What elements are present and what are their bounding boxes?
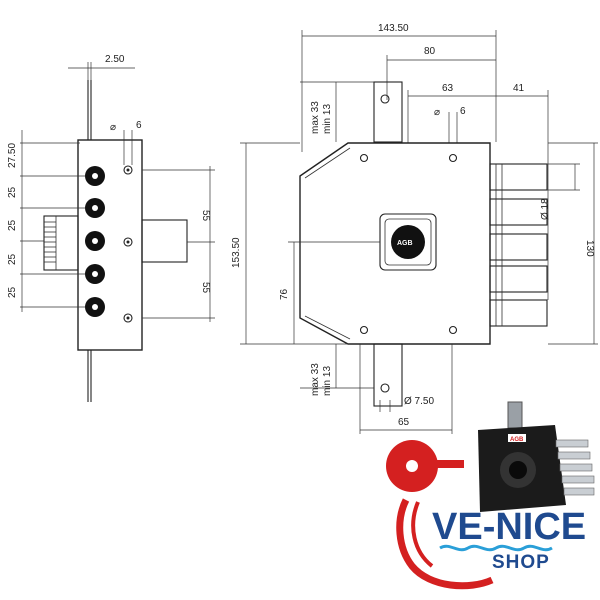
front-hole-label: 6 bbox=[460, 106, 466, 117]
top-tab-hole bbox=[380, 94, 390, 104]
body-hole-1 bbox=[359, 153, 369, 163]
spacing-label-1: 27.50 bbox=[7, 143, 18, 168]
logo-shop: SHOP bbox=[492, 552, 550, 573]
venice-shop-logo bbox=[396, 498, 553, 590]
body-hole-2 bbox=[448, 153, 458, 163]
side-hole-label: 6 bbox=[136, 120, 142, 131]
logo-swoosh-red bbox=[396, 498, 494, 590]
screw-hole-mid bbox=[123, 237, 133, 247]
spacing-label-5: 25 bbox=[7, 286, 18, 298]
spacing-label-4: 25 bbox=[7, 253, 18, 265]
body-hole-3 bbox=[359, 325, 369, 335]
photo-bolt-3 bbox=[559, 463, 593, 472]
bolt-height-label: 130 bbox=[584, 240, 595, 257]
top-tab bbox=[373, 81, 403, 143]
bottom-tab-hole bbox=[380, 383, 390, 393]
width-41-label: 41 bbox=[513, 83, 525, 94]
side-bolt bbox=[141, 219, 188, 263]
photo-bolt-2 bbox=[557, 451, 591, 460]
bottom-hole-label: Ø 7.50 bbox=[404, 396, 434, 407]
photo-bolt-5 bbox=[563, 487, 595, 496]
top-min-label: min 13 bbox=[322, 104, 333, 134]
height-76-label: 76 bbox=[279, 288, 290, 300]
logo-wave bbox=[439, 544, 553, 552]
spacing-label-3: 25 bbox=[7, 219, 18, 231]
bottom-width-label: 65 bbox=[398, 417, 410, 428]
bolt-diameter-label: Ø 18 bbox=[540, 198, 551, 220]
photo-bolt-1 bbox=[555, 439, 589, 448]
bottom-min-label: min 13 bbox=[322, 366, 333, 396]
photo-brand: AGB bbox=[510, 437, 524, 443]
cylinder-brand: AGB bbox=[397, 240, 413, 247]
side-view: 2.50 bbox=[7, 54, 215, 402]
cylinder-knurl bbox=[44, 216, 57, 270]
front-view: 143.50 80 63 41 ⌀ 6 max 33 min 13 bbox=[231, 23, 598, 434]
cylinder-core bbox=[391, 225, 425, 259]
product-photo: AGB bbox=[386, 401, 595, 512]
bottom-max-label: max 33 bbox=[310, 363, 321, 396]
side-cylinder bbox=[43, 215, 79, 271]
photo-top-tab bbox=[507, 401, 523, 429]
overall-width-label: 143.50 bbox=[378, 23, 409, 34]
width-80-label: 80 bbox=[424, 46, 436, 57]
overall-height-label: 153.50 bbox=[231, 237, 242, 268]
side-hole-symbol: ⌀ bbox=[110, 122, 116, 133]
front-hole-symbol: ⌀ bbox=[434, 107, 440, 118]
logo-name: VE-NICE bbox=[432, 506, 587, 548]
screw-hole-top bbox=[123, 165, 133, 175]
bolt-group bbox=[489, 163, 548, 327]
bolt-spacing-label-2: 55 bbox=[200, 282, 211, 294]
red-key-shaft bbox=[430, 460, 464, 468]
photo-brand-plate bbox=[508, 434, 526, 442]
body-hole-4 bbox=[448, 325, 458, 335]
screw-hole-bottom bbox=[123, 313, 133, 323]
top-max-label: max 33 bbox=[310, 101, 321, 134]
bottom-tab bbox=[373, 343, 403, 407]
spacing-label-2: 25 bbox=[7, 186, 18, 198]
photo-bolt-4 bbox=[561, 475, 595, 484]
offset-label: 2.50 bbox=[105, 54, 125, 65]
width-63-label: 63 bbox=[442, 83, 454, 94]
bolt-spacing-label-1: 55 bbox=[200, 210, 211, 222]
